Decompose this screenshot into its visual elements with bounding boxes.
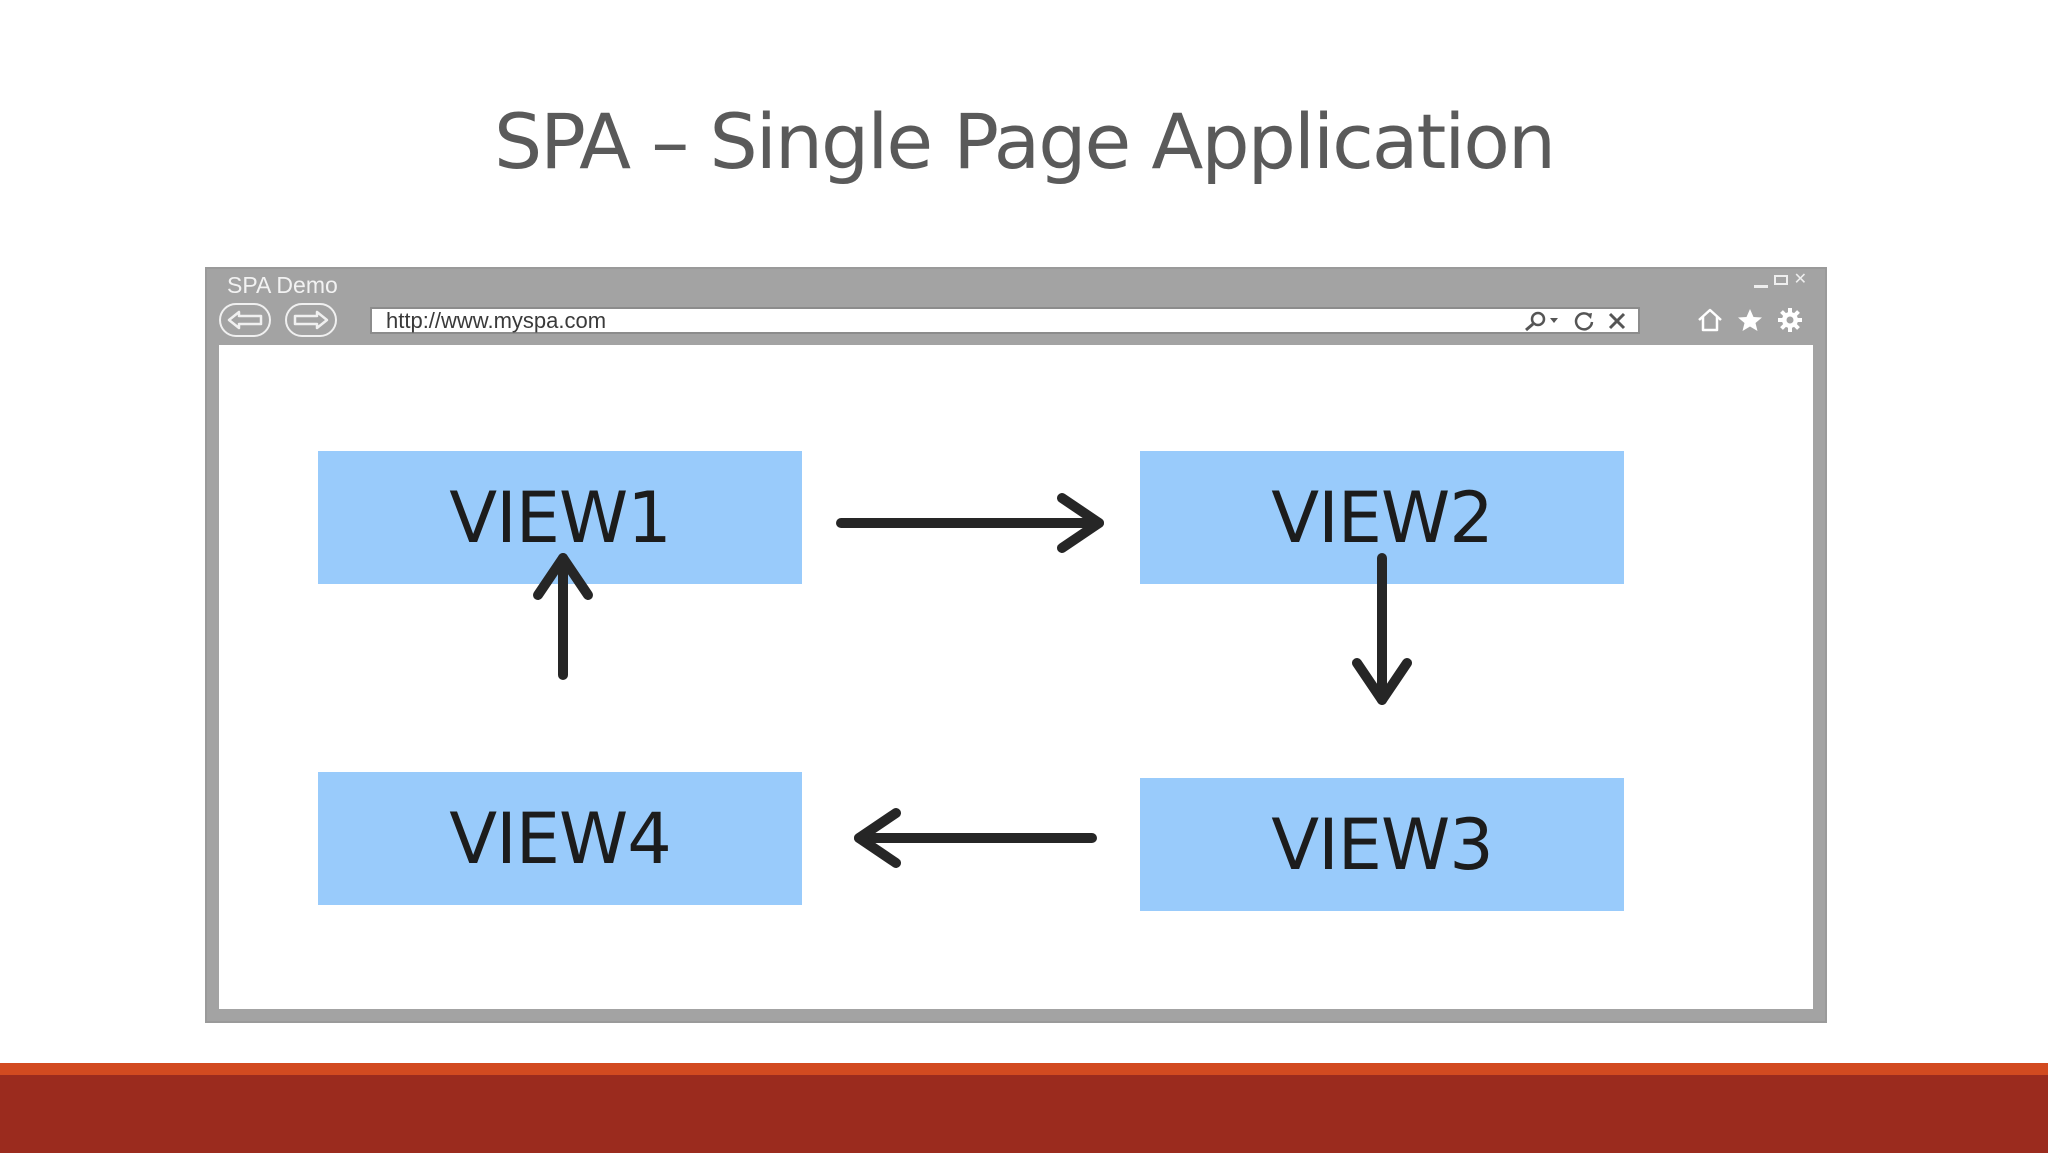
page-canvas: VIEW1 VIEW2 VIEW3 VIEW4 <box>219 345 1813 1009</box>
view4-label: VIEW4 <box>449 797 672 880</box>
browser-tools <box>1695 307 1805 333</box>
search-icon[interactable] <box>1522 310 1562 332</box>
back-arrow-icon <box>227 310 263 330</box>
refresh-icon[interactable] <box>1572 310 1596 332</box>
home-icon[interactable] <box>1695 307 1725 333</box>
arrow-view2-to-view3 <box>1352 553 1412 705</box>
forward-arrow-icon <box>293 310 329 330</box>
stop-icon[interactable] <box>1606 310 1628 332</box>
view2-box: VIEW2 <box>1140 451 1624 584</box>
star-icon[interactable] <box>1735 307 1765 333</box>
url-text: http://www.myspa.com <box>386 308 607 333</box>
arrow-view1-to-view2 <box>836 493 1104 553</box>
forward-button[interactable] <box>285 303 337 337</box>
close-icon[interactable]: ✕ <box>1793 271 1807 288</box>
view3-label: VIEW3 <box>1271 803 1494 886</box>
view3-box: VIEW3 <box>1140 778 1624 911</box>
arrow-view3-to-view4 <box>854 808 1097 868</box>
window-controls: ✕ <box>1753 271 1807 288</box>
footer-accent-line <box>0 1063 2048 1075</box>
address-bar-icons <box>1522 310 1628 332</box>
flow-arrows <box>533 493 1412 868</box>
back-button[interactable] <box>219 303 271 337</box>
gear-icon[interactable] <box>1775 307 1805 333</box>
minimize-icon[interactable] <box>1753 281 1768 288</box>
address-bar[interactable]: http://www.myspa.com <box>370 307 1640 334</box>
window-title: SPA Demo <box>227 272 338 298</box>
view1-label: VIEW1 <box>449 476 672 559</box>
footer-band <box>0 1075 2048 1153</box>
arrow-view4-to-view1 <box>533 553 593 680</box>
maximize-icon[interactable] <box>1773 275 1788 285</box>
view2-label: VIEW2 <box>1271 476 1494 559</box>
slide-title: SPA – Single Page Application <box>493 97 1556 186</box>
view4-box: VIEW4 <box>318 772 802 905</box>
browser-window: SPA Demo ✕ http://www.myspa.com <box>205 267 1827 1023</box>
